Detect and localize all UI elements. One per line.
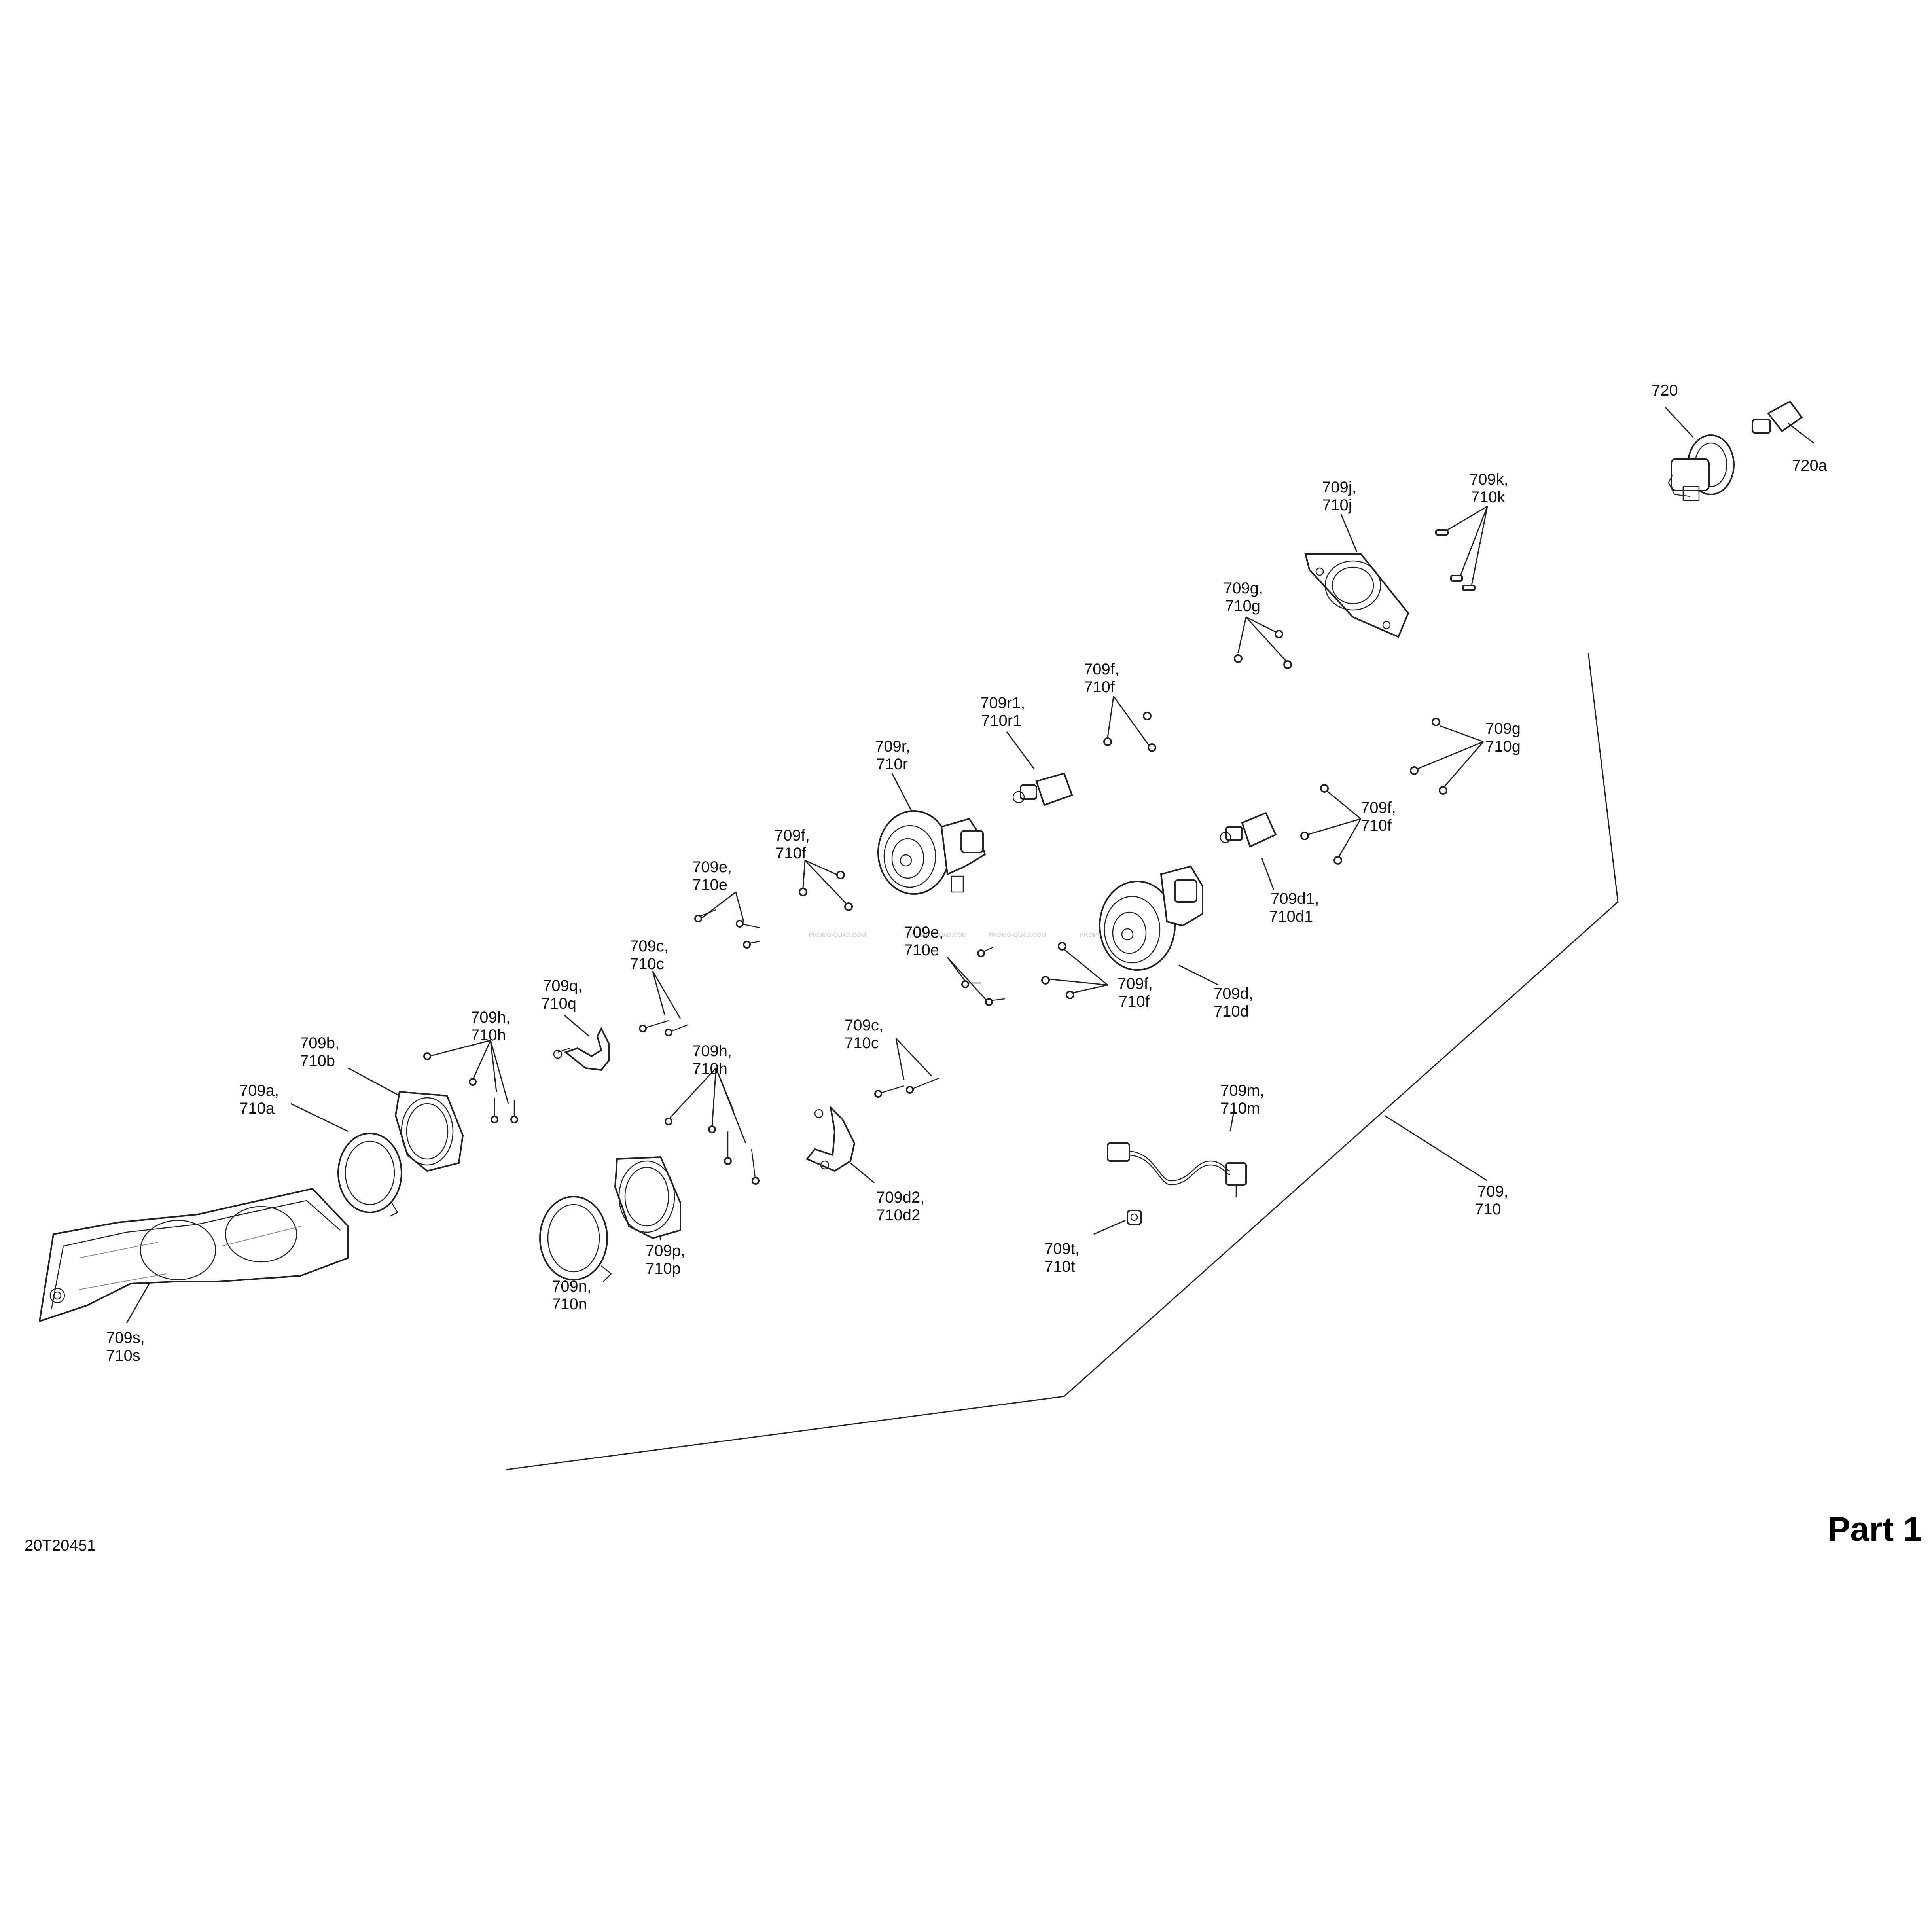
part-709f-nuts-top — [1103, 712, 1156, 752]
part-709d-projector — [1099, 865, 1203, 971]
watermark: PROMO-QUAD.COM — [989, 932, 1046, 938]
callout-709g-right: 709g 710g — [1485, 720, 1525, 755]
part-709e-screws-upper — [694, 909, 760, 949]
callout-709k: 709k, 710k — [1470, 471, 1513, 506]
part-title: Part 1 — [1828, 1510, 1922, 1548]
part-709b-bezel — [394, 1091, 464, 1172]
callout-709f-right: 709f, 710f — [1361, 799, 1400, 834]
assembly-bracket-line — [506, 652, 1619, 1470]
part-709r1-bulb — [1012, 772, 1073, 806]
part-709h-screws-lower — [665, 1118, 760, 1185]
callout-709d: 709d, 710d — [1214, 985, 1258, 1020]
callout-709c-lower: 709c, 710c — [845, 1017, 888, 1052]
callout-709d1: 709d1, 710d1 — [1269, 890, 1323, 925]
part-709k-screws — [1435, 529, 1476, 591]
part-709g-nuts-top — [1234, 630, 1292, 669]
part-709g-nuts-right — [1410, 718, 1447, 795]
callout-709t: 709t, 710t — [1044, 1240, 1084, 1275]
part-709c-screws-lower — [874, 1077, 940, 1098]
callout-709d2: 709d2, 710d2 — [876, 1189, 929, 1224]
part-709r-projector — [877, 810, 986, 895]
watermark: PROMO-QUAD.COM — [910, 932, 967, 938]
callout-709e-upper: 709e, 710e — [692, 858, 736, 894]
part-720-lamp — [1668, 434, 1735, 501]
part-709q-bracket — [553, 1027, 610, 1071]
part-709h-screws-upper — [423, 1052, 518, 1123]
part-709t-plug — [1127, 1210, 1142, 1225]
callout-709r1: 709r1, 710r1 — [980, 694, 1030, 729]
callout-709h-upper: 709h, 710h — [471, 1009, 515, 1044]
figure-id: 20T20451 — [25, 1537, 96, 1554]
callout-709q: 709q, 710q — [541, 977, 587, 1012]
callout-720a: 720a — [1792, 457, 1828, 474]
part-709d1-bulb — [1220, 812, 1277, 848]
callout-709b: 709b, 710b — [300, 1034, 344, 1070]
part-709n-ring — [539, 1196, 612, 1282]
part-709f-nuts-mid — [1041, 942, 1074, 999]
part-709d2-bracket — [805, 1105, 856, 1172]
part-709j-bracket — [1304, 553, 1409, 638]
part-709s-housing — [38, 1188, 349, 1322]
callout-709s: 709s, 710s — [106, 1329, 149, 1364]
part-709e-screws-lower — [961, 947, 1005, 1006]
part-709f-nuts-lower — [799, 871, 853, 911]
callout-709f-mid: 709f, 710f — [1118, 975, 1157, 1010]
callout-709c-upper: 709c, 710c — [630, 938, 673, 973]
callout-709f-top: 709f, 710f — [1084, 661, 1123, 696]
part-709p-bezel — [614, 1156, 681, 1239]
callout-709f-lower: 709f, 710f — [775, 827, 814, 862]
part-709a-ring — [337, 1133, 402, 1217]
callout-709n: 709n, 710n — [552, 1278, 596, 1313]
part-709c-screws-upper — [639, 1020, 689, 1036]
callout-720: 720 — [1652, 382, 1678, 399]
callout-709h-lower: 709h, 710h — [692, 1042, 736, 1078]
part-720a-bulb — [1752, 400, 1803, 434]
callout-709m: 709m, 710m — [1220, 1082, 1269, 1117]
watermark: PROMO-QUAD.COM — [809, 932, 866, 938]
callout-709e-lower: 709e, 710e — [904, 924, 948, 959]
callout-709j: 709j, 710j — [1322, 479, 1361, 514]
callout-709p: 709p, 710p — [646, 1242, 689, 1277]
callout-709-main: 709, 710 — [1475, 1183, 1513, 1218]
callout-709r: 709r, 710r — [875, 738, 915, 773]
callout-709a: 709a, 710a — [239, 1082, 283, 1117]
part-709f-nuts-right — [1300, 784, 1342, 865]
part-709m-harness — [1107, 1142, 1247, 1197]
callout-709g-top: 709g, 710g — [1224, 580, 1267, 615]
